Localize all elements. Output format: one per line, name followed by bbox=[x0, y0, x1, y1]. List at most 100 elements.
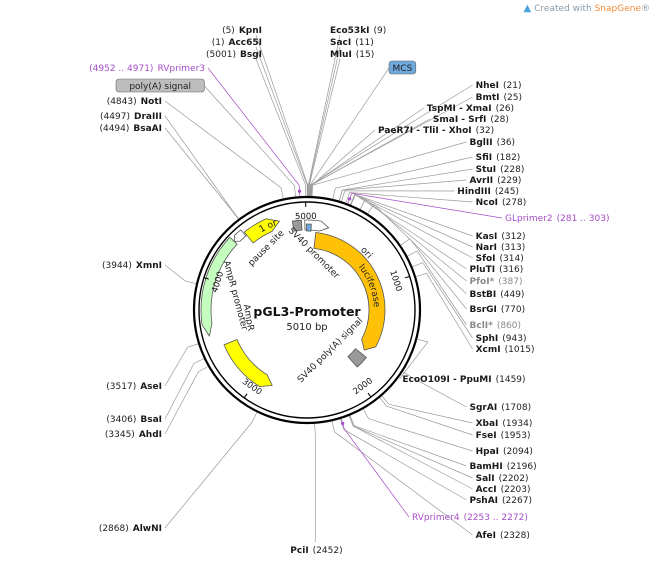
svg-text:PshAI(2267): PshAI(2267) bbox=[470, 496, 532, 506]
site-eco53ki[interactable]: Eco53kI(9) bbox=[330, 26, 386, 36]
site-name: SfoI bbox=[476, 254, 496, 264]
site-position: (3406) bbox=[106, 415, 136, 425]
leader-pluti bbox=[350, 194, 467, 270]
site-sphi[interactable]: SphI(943) bbox=[476, 334, 527, 344]
primer-rvprimer4[interactable]: RVprimer4(2253 .. 2272) bbox=[412, 513, 528, 523]
site-name: AhdI bbox=[139, 430, 162, 440]
site-position: (2202) bbox=[499, 474, 529, 484]
site-kasi[interactable]: KasI(312) bbox=[476, 232, 526, 242]
feature-sv40-poly-a-signal[interactable] bbox=[347, 348, 367, 368]
site-bsrgi[interactable]: BsrGI(770) bbox=[470, 305, 526, 315]
site-bcli[interactable]: BclI*(860) bbox=[470, 321, 522, 331]
site-position: (245) bbox=[495, 187, 519, 197]
site-bsaai[interactable]: (4494)BsaAI bbox=[99, 124, 162, 134]
svg-text:PciI(2452): PciI(2452) bbox=[290, 546, 342, 556]
leader-acci bbox=[348, 415, 473, 490]
primer-range: (281 .. 303) bbox=[557, 214, 610, 224]
site-pluti[interactable]: PluTI(316) bbox=[470, 265, 524, 275]
label-ampr: AmpR bbox=[241, 304, 256, 332]
site-acci[interactable]: AccI(2203) bbox=[476, 485, 531, 495]
leader-fsei bbox=[379, 397, 473, 436]
primer-rvprimer3[interactable]: (4952 .. 4971) RVprimer3 bbox=[89, 64, 205, 74]
site-asei[interactable]: (3517)AseI bbox=[106, 382, 162, 392]
site-bsai[interactable]: (3406)BsaI bbox=[106, 415, 162, 425]
svg-text:XcmI(1015): XcmI(1015) bbox=[476, 345, 535, 355]
site-acc65i[interactable]: (1)Acc65I bbox=[212, 38, 262, 48]
leader-xbai bbox=[381, 395, 473, 424]
tick-mark bbox=[243, 393, 248, 399]
site-fsei[interactable]: FseI(1953) bbox=[476, 431, 531, 441]
site-smai-srfi[interactable]: SmaI - SrfI(28) bbox=[433, 115, 509, 125]
site-name: SfiI bbox=[476, 153, 493, 163]
site-nhei[interactable]: NheI(21) bbox=[476, 81, 522, 91]
site-sgrai[interactable]: SgrAI(1708) bbox=[470, 403, 532, 413]
primer-name: RVprimer3 bbox=[157, 64, 205, 74]
site-sfii[interactable]: SfiI(182) bbox=[476, 153, 521, 163]
feature-f1-ori[interactable] bbox=[243, 218, 281, 244]
site-stui[interactable]: StuI(228) bbox=[476, 165, 525, 175]
site-xmni[interactable]: (3944)XmnI bbox=[102, 261, 162, 271]
site-mlui[interactable]: MluI(15) bbox=[330, 50, 374, 60]
site-hpai[interactable]: HpaI(2094) bbox=[476, 447, 533, 457]
site-name: NcoI bbox=[476, 198, 498, 208]
site-ncoi[interactable]: NcoI(278) bbox=[476, 198, 527, 208]
leader-bglii bbox=[311, 141, 467, 197]
svg-text:SphI(943): SphI(943) bbox=[476, 334, 527, 344]
leader-sali bbox=[348, 415, 473, 479]
leader-saci bbox=[308, 46, 341, 197]
site-xcmi[interactable]: XcmI(1015) bbox=[476, 345, 535, 355]
site-avrii[interactable]: AvrII(229) bbox=[470, 176, 522, 186]
site-ecoo109i-ppumi[interactable]: EcoO109I - PpuMI(1459) bbox=[402, 375, 525, 385]
site-draiii[interactable]: (4497)DraIII bbox=[100, 112, 162, 122]
badge-poly-a-signal[interactable]: poly(A) signal bbox=[115, 78, 205, 93]
site-hindiii[interactable]: HindIII(245) bbox=[457, 187, 519, 197]
site-noti[interactable]: (4843)NotI bbox=[107, 97, 162, 107]
site-sali[interactable]: SalI(2202) bbox=[476, 474, 529, 484]
site-name: FseI bbox=[476, 431, 497, 441]
site-ahdi[interactable]: (3345)AhdI bbox=[105, 430, 162, 440]
site-tspmi-xmai[interactable]: TspMI - XmaI(26) bbox=[427, 104, 514, 114]
svg-text:FseI(1953): FseI(1953) bbox=[476, 431, 531, 441]
site-bsgi[interactable]: (5001)BsgI bbox=[206, 50, 262, 60]
site-position: (2328) bbox=[500, 531, 530, 541]
badge-mcs[interactable]: MCS bbox=[388, 60, 417, 75]
site-bstbi[interactable]: BstBI(449) bbox=[470, 290, 525, 300]
svg-text:TspMI - XmaI(26): TspMI - XmaI(26) bbox=[427, 104, 514, 114]
site-position: (314) bbox=[500, 254, 524, 264]
site-position: (2203) bbox=[501, 485, 531, 495]
badge-box bbox=[388, 60, 417, 75]
site-sfoi[interactable]: SfoI (314) bbox=[476, 254, 524, 264]
site-name: PshAI bbox=[470, 496, 499, 506]
site-afei[interactable]: AfeI(2328) bbox=[476, 531, 530, 541]
site-pcii[interactable]: PciI(2452) bbox=[290, 546, 342, 556]
leader-sfii bbox=[332, 156, 473, 200]
feature-ori[interactable] bbox=[223, 338, 273, 388]
site-kpni[interactable]: (5)KpnI bbox=[222, 26, 262, 36]
site-name: SgrAI bbox=[470, 403, 498, 413]
feature-ampr[interactable] bbox=[200, 236, 238, 338]
site-paer7i-tlii-xhoi[interactable]: PaeR7I - TliI - XhoI(32) bbox=[378, 126, 494, 136]
site-bmti[interactable]: BmtI(25) bbox=[476, 93, 522, 103]
primer-site-marker bbox=[341, 421, 345, 426]
feature-mcs[interactable] bbox=[306, 223, 312, 232]
svg-text:(3944)XmnI: (3944)XmnI bbox=[102, 261, 162, 271]
site-xbai[interactable]: XbaI(1934) bbox=[476, 419, 533, 429]
badge-box bbox=[115, 78, 205, 93]
feature-luciferase[interactable] bbox=[313, 232, 386, 351]
site-name: BclI* bbox=[470, 321, 494, 331]
feature-pause-site[interactable] bbox=[291, 219, 303, 232]
feature-ampr-promoter[interactable] bbox=[233, 229, 247, 242]
primer-range: (4952 .. 4971) bbox=[89, 64, 153, 74]
site-saci[interactable]: SacI(11) bbox=[330, 38, 374, 48]
site-bamhi[interactable]: BamHI(2196) bbox=[470, 462, 537, 472]
site-pshai[interactable]: PshAI(2267) bbox=[470, 496, 532, 506]
site-bglii[interactable]: BglII(36) bbox=[470, 138, 516, 148]
svg-text:XbaI(1934): XbaI(1934) bbox=[476, 419, 533, 429]
site-alwni[interactable]: (2868)AlwNI bbox=[99, 524, 162, 534]
plasmid-name: pGL3-Promoter bbox=[253, 304, 361, 319]
site-pfoi[interactable]: PfoI*(387) bbox=[470, 277, 523, 287]
site-nari[interactable]: NarI(313) bbox=[476, 243, 526, 253]
svg-text:StuI(228): StuI(228) bbox=[476, 165, 525, 175]
primer-glprimer2[interactable]: GLprimer2(281 .. 303) bbox=[505, 214, 609, 224]
leader-xmni bbox=[164, 264, 197, 284]
